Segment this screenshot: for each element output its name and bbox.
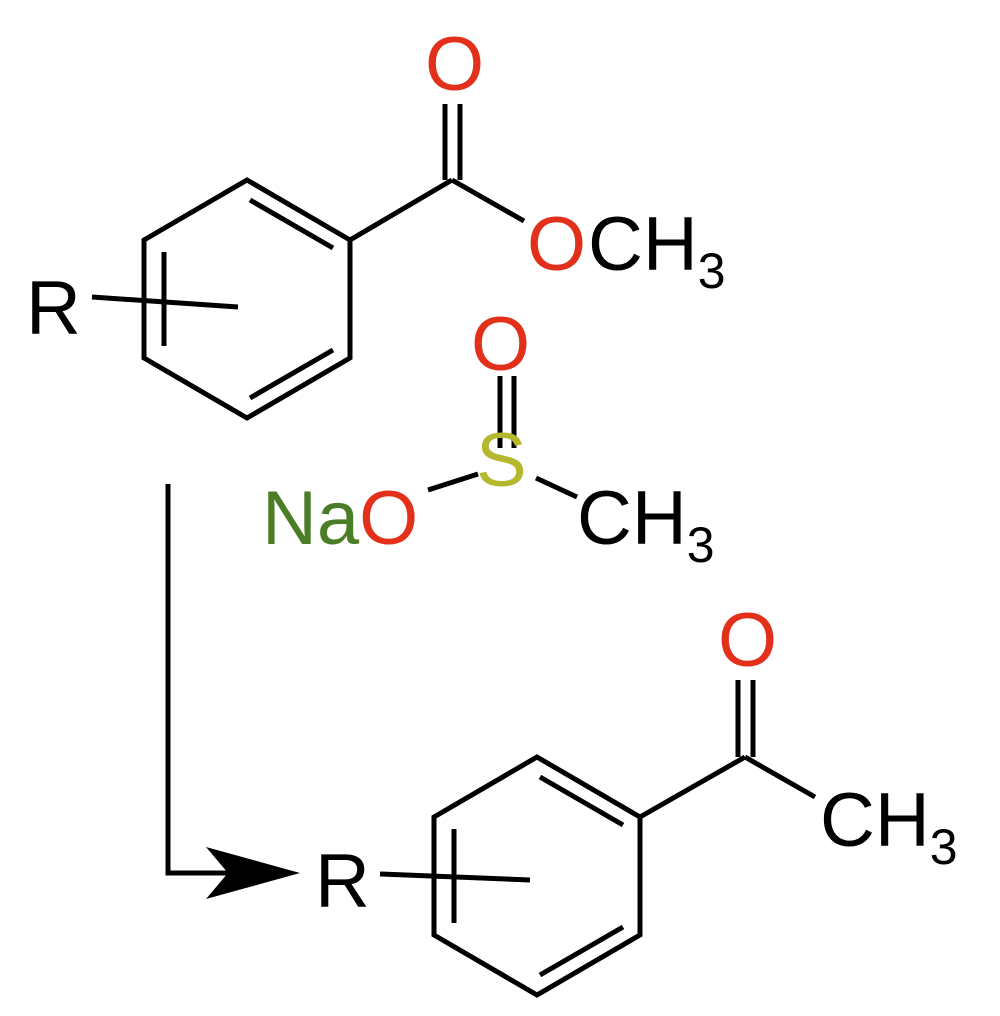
product-molecule: R O CH3 xyxy=(315,598,958,998)
product-bonds xyxy=(379,680,817,998)
product-carbonyl-oxygen: O xyxy=(718,598,777,683)
reactant-molecule: R O O CH3 xyxy=(26,22,726,421)
product-r-bond xyxy=(379,871,531,883)
reagent-molecule: O S NaO CH3 xyxy=(262,302,715,573)
reactant-carbonyl-oxygen: O xyxy=(425,22,484,107)
product-ring-double-bond-top xyxy=(538,774,625,828)
reactant-r-label: R xyxy=(26,266,81,351)
reactant-ester-bond xyxy=(450,177,526,224)
reagent-sodium-oxide: NaO xyxy=(262,476,418,561)
product-methyl-c: C xyxy=(820,778,875,863)
reactant-benzene-ring xyxy=(141,177,353,421)
reactant-methyl-c: C xyxy=(588,202,643,287)
reagent-s-o-single-bond xyxy=(427,471,479,493)
product-r-label: R xyxy=(315,839,370,924)
reagent-sulfur: S xyxy=(476,418,527,503)
product-carbonyl-methyl-bond xyxy=(743,754,817,800)
reactant-ring-double-bond-top xyxy=(248,197,335,251)
reagent-methyl-h: H xyxy=(632,476,687,561)
product-methyl-subscript: 3 xyxy=(930,819,958,875)
reagent-methyl-subscript: 3 xyxy=(687,517,715,573)
reagent-sodium: Na xyxy=(262,476,360,561)
product-ring-carbonyl-bond xyxy=(638,754,747,820)
reactant-methyl-subscript: 3 xyxy=(698,243,726,299)
reactant-bonds xyxy=(91,104,526,421)
reactant-ring-carbonyl-bond xyxy=(348,177,454,243)
reagent-methyl-c: C xyxy=(577,476,632,561)
reaction-arrow xyxy=(165,484,300,899)
reactant-r-bond xyxy=(91,294,239,310)
product-methyl: CH3 xyxy=(820,778,958,875)
reaction-arrow-head xyxy=(206,847,300,899)
reagent-s-c-bond xyxy=(534,475,579,500)
reactant-methyl-h: H xyxy=(643,202,698,287)
reaction-arrow-shaft xyxy=(165,484,250,876)
reagent-methyl: CH3 xyxy=(577,476,715,573)
reactant-ester-oxygen: O xyxy=(527,202,586,287)
reagent-sulfinyl-oxygen: O xyxy=(471,302,530,387)
product-methyl-h: H xyxy=(875,778,930,863)
reactant-ring-double-bond-bottom xyxy=(248,347,335,401)
product-ring-double-bond-bottom xyxy=(538,924,625,978)
reagent-bonds xyxy=(427,376,579,500)
reactant-methoxy-methyl: CH3 xyxy=(588,202,726,299)
reagent-oxide-oxygen: O xyxy=(359,476,418,561)
